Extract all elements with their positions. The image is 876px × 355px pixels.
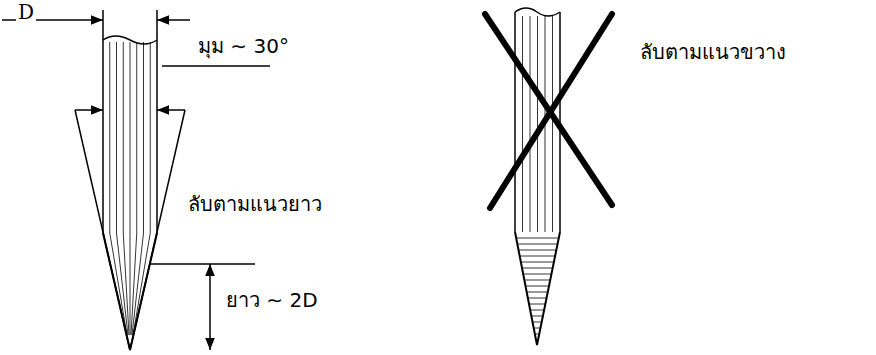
break-line (515, 8, 560, 16)
extension-line (102, 10, 104, 40)
angle-line (75, 110, 130, 350)
dimension-label: D (16, 0, 36, 24)
grind-mark (517, 244, 557, 245)
grind-mark (525, 280, 551, 281)
longitudinal-grind-marks (110, 42, 151, 335)
rod-edge (102, 40, 104, 233)
grind-mark (534, 328, 541, 329)
cross-out-mark (485, 14, 612, 208)
grind-mark (123, 42, 124, 233)
grind-mark (130, 42, 131, 233)
ground-tip (515, 232, 560, 345)
cross-stroke (490, 14, 612, 208)
rod-mark (537, 16, 538, 232)
grind-mark (109, 42, 110, 233)
grind-mark (521, 262, 554, 263)
grind-mark (532, 316, 544, 317)
grind-mark (533, 322, 542, 323)
length-label: ยาว ∼ 2D (224, 288, 320, 312)
grind-mark (529, 304, 545, 305)
extension-line (150, 263, 255, 265)
leader-line (162, 65, 270, 67)
angle-line (130, 110, 185, 350)
transverse-grind-marks (516, 16, 559, 334)
grind-mark (528, 298, 547, 299)
extension-line (156, 10, 158, 40)
ground-tip (103, 233, 157, 350)
grind-mark (116, 42, 117, 233)
rod-mark (522, 16, 523, 232)
angle-label: มุม ∼ 30° (196, 34, 291, 58)
angle-arrow (157, 109, 185, 111)
grind-mark (136, 42, 137, 233)
grind-mark (143, 42, 144, 233)
grind-mark (519, 250, 557, 251)
grind-mark (130, 233, 131, 335)
rod-mark (552, 16, 553, 232)
grind-mark (150, 42, 151, 233)
grind-mark (516, 238, 559, 239)
rod-edge (514, 12, 516, 232)
electrode-transverse (515, 8, 560, 345)
grind-mark (123, 233, 129, 335)
grind-mark (526, 286, 549, 287)
grind-direction-label: ลับตามแนวยาว (186, 192, 324, 216)
grind-mark (531, 310, 545, 311)
grind-mark (535, 334, 539, 335)
dimension-arrow (209, 264, 211, 350)
angle-arrow (75, 109, 103, 111)
grind-mark (522, 268, 553, 269)
rod-mark (530, 16, 531, 232)
rod-edge (156, 40, 158, 233)
grind-direction-label: ลับตามแนวขวาง (638, 40, 788, 64)
grind-mark (133, 233, 150, 335)
grind-mark (527, 292, 548, 293)
dimension-arrow (157, 19, 190, 21)
grind-mark (523, 274, 551, 275)
grind-mark (520, 256, 555, 257)
